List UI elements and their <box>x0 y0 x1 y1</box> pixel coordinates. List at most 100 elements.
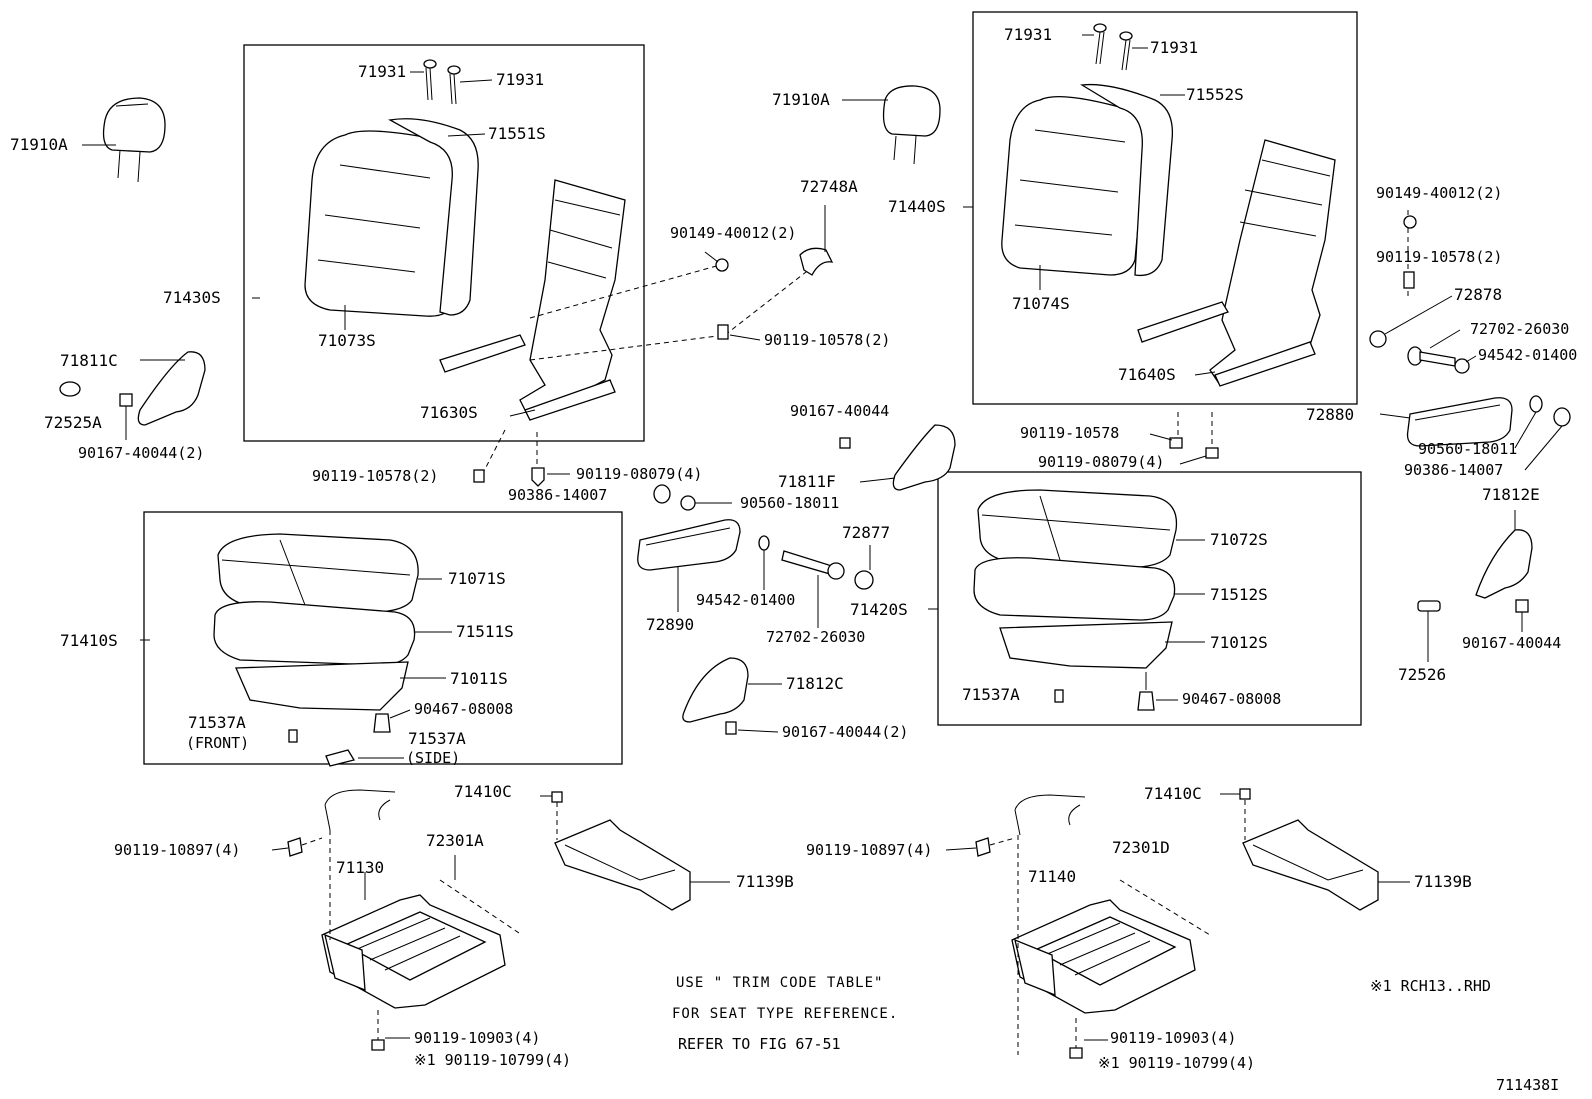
bolt-90119-10903-left <box>371 1039 385 1051</box>
washer-90560-right <box>1529 395 1543 413</box>
bolt-90119-10897-right <box>975 837 991 857</box>
headrest-mid <box>882 85 941 165</box>
cover-71812C <box>682 657 749 723</box>
bolt-72702-right <box>1407 346 1456 367</box>
bolt-90119-10578-single <box>1169 437 1183 449</box>
label-side: (SIDE) <box>406 749 460 767</box>
label-72702-right: 72702-26030 <box>1470 320 1569 338</box>
seatback-pad-right <box>1080 83 1174 277</box>
label-71811C: 71811C <box>60 351 118 370</box>
label-71140: 71140 <box>1028 867 1076 886</box>
right-cushion-box <box>937 471 1362 726</box>
armrest-72890 <box>637 519 741 571</box>
seatback-cover-left <box>304 130 467 317</box>
label-90149-right: 90149-40012(2) <box>1376 184 1502 202</box>
label-90119-10897-left: 90119-10897(4) <box>114 841 240 859</box>
label-71931-left-a: 71931 <box>358 62 406 81</box>
screw-71931-right-b <box>1119 31 1133 71</box>
label-71139B-right: 71139B <box>1414 872 1472 891</box>
label-71640S: 71640S <box>1118 365 1176 384</box>
washer-94542-right <box>1454 358 1470 374</box>
label-71812C: 71812C <box>786 674 844 693</box>
label-90149-left: 90149-40012(2) <box>670 224 796 242</box>
label-71072S: 71072S <box>1210 530 1268 549</box>
label-71420S: 71420S <box>850 600 908 619</box>
label-71511S: 71511S <box>456 622 514 641</box>
bolt-90119-08079-left <box>531 467 545 487</box>
label-90119-10578-right: 90119-10578(2) <box>1376 248 1502 266</box>
label-72880: 72880 <box>1306 405 1354 424</box>
knob-72878 <box>1369 330 1387 348</box>
label-90119-10903-right: 90119-10903(4) <box>1110 1029 1236 1047</box>
clip-90467-left <box>373 713 391 733</box>
screw-90167-mid <box>839 437 851 449</box>
label-71512S: 71512S <box>1210 585 1268 604</box>
cover-71812E <box>1475 529 1533 599</box>
label-71410S: 71410S <box>60 631 118 650</box>
seatback-cover-right <box>1001 96 1147 276</box>
bolt-90119-10897-left <box>287 837 303 857</box>
label-90119-10578-mid: 90119-10578(2) <box>764 331 890 349</box>
label-71074S: 71074S <box>1012 294 1070 313</box>
note-line-1: USE " TRIM CODE TABLE" <box>676 975 883 991</box>
label-90560-mid: 90560-18011 <box>740 494 839 512</box>
label-71410C-right: 71410C <box>1144 784 1202 803</box>
left-cushion-box <box>143 511 623 765</box>
label-71931-left-b: 71931 <box>496 70 544 89</box>
label-71537A-right: 71537A <box>962 685 1020 704</box>
label-72301D: 72301D <box>1112 838 1170 857</box>
label-71130: 71130 <box>336 858 384 877</box>
label-71931-right-a: 71931 <box>1004 25 1052 44</box>
label-72702-mid: 72702-26030 <box>766 628 865 646</box>
seatback-frame-left <box>439 179 626 421</box>
label-72748A: 72748A <box>800 177 858 196</box>
clip-72748A <box>799 247 834 276</box>
bracket-71139B-right <box>1242 819 1379 911</box>
cushion-cover-71071S <box>217 533 419 613</box>
label-72890: 72890 <box>646 615 694 634</box>
nut-90386-mid <box>653 484 671 504</box>
label-72877: 72877 <box>842 523 890 542</box>
label-90467-left: 90467-08008 <box>414 700 513 718</box>
bracket-72301D <box>1014 794 1086 836</box>
label-71139B-left: 71139B <box>736 872 794 891</box>
label-72878: 72878 <box>1454 285 1502 304</box>
label-71630S: 71630S <box>420 403 478 422</box>
note-line-3: REFER TO FIG 67-51 <box>678 1035 841 1053</box>
label-90167-40044-2-left: 90167-40044(2) <box>78 444 204 462</box>
screw-90167-2-mid <box>725 721 737 735</box>
footnote-rhd: ※1 RCH13..RHD <box>1370 977 1491 995</box>
headrest-left <box>102 97 166 183</box>
right-seatback-box <box>972 11 1358 405</box>
label-71073S: 71073S <box>318 331 376 350</box>
cap-71537A-right <box>1054 689 1064 703</box>
label-71552S: 71552S <box>1186 85 1244 104</box>
bolt-90119-08079-right <box>1205 447 1219 459</box>
label-90119-10578-single: 90119-10578 <box>1020 424 1119 442</box>
label-94542-mid: 94542-01400 <box>696 591 795 609</box>
label-front: (FRONT) <box>186 734 249 752</box>
label-71910A-left: 71910A <box>10 135 68 154</box>
label-90560-right: 90560-18011 <box>1418 440 1517 458</box>
label-90119-08079-right: 90119-08079(4) <box>1038 453 1164 471</box>
washer-94542-mid <box>758 535 770 551</box>
label-90167-40044-mid: 90167-40044 <box>790 402 889 420</box>
label-71537A-front: 71537A <box>188 713 246 732</box>
bolt-90119-10903-right <box>1069 1047 1083 1059</box>
screw-71931-right-a <box>1093 23 1107 65</box>
nut-90149-left <box>715 258 729 272</box>
screw-90167-right <box>1515 599 1529 613</box>
cover-71811F <box>892 424 956 491</box>
label-90386-mid: 90386-14007 <box>508 486 607 504</box>
bolt-71410C-right <box>1239 788 1251 800</box>
cap-72525A <box>59 381 81 397</box>
label-90386-right: 90386-14007 <box>1404 461 1503 479</box>
bracket-72301A <box>324 789 396 831</box>
label-71910A-mid: 71910A <box>772 90 830 109</box>
bolt-71410C-left <box>551 791 563 803</box>
label-71071S: 71071S <box>448 569 506 588</box>
diagram-code: 711438I <box>1496 1076 1559 1094</box>
cap-71537A-front <box>288 729 298 743</box>
cover-71811C <box>137 351 206 426</box>
